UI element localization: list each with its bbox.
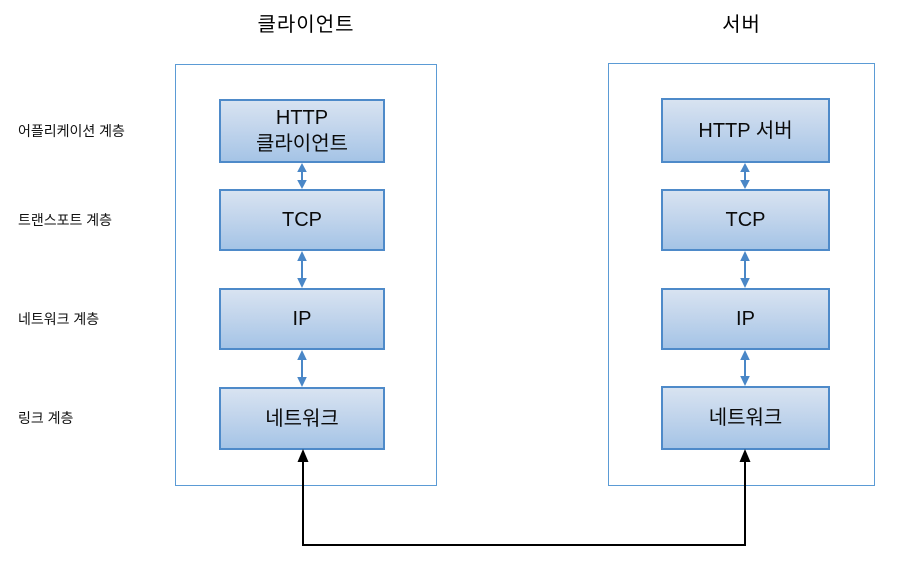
server-box-ip: IP (661, 288, 830, 350)
client-box-tcp: TCP (219, 189, 385, 251)
server-box-http: HTTP 서버 (661, 98, 830, 163)
double-arrow-icon (297, 251, 307, 288)
client-box-ip: IP (219, 288, 385, 350)
double-arrow-icon (740, 251, 750, 288)
server-box-network: 네트워크 (661, 386, 830, 450)
double-arrow-icon (740, 350, 750, 386)
client-title: 클라이언트 (257, 14, 355, 36)
client-box-network: 네트워크 (219, 387, 385, 450)
layer-label-transport: 트랜스포트 계층 (18, 212, 113, 228)
layer-label-application: 어플리케이션 계층 (18, 123, 125, 139)
layer-label-link: 링크 계층 (18, 410, 74, 426)
server-title: 서버 (722, 14, 761, 36)
client-box-http: HTTP 클라이언트 (219, 99, 385, 163)
layer-label-network: 네트워크 계층 (18, 311, 100, 327)
server-box-tcp: TCP (661, 189, 830, 251)
double-arrow-icon (297, 163, 307, 189)
double-arrow-icon (740, 163, 750, 189)
double-arrow-icon (297, 350, 307, 387)
